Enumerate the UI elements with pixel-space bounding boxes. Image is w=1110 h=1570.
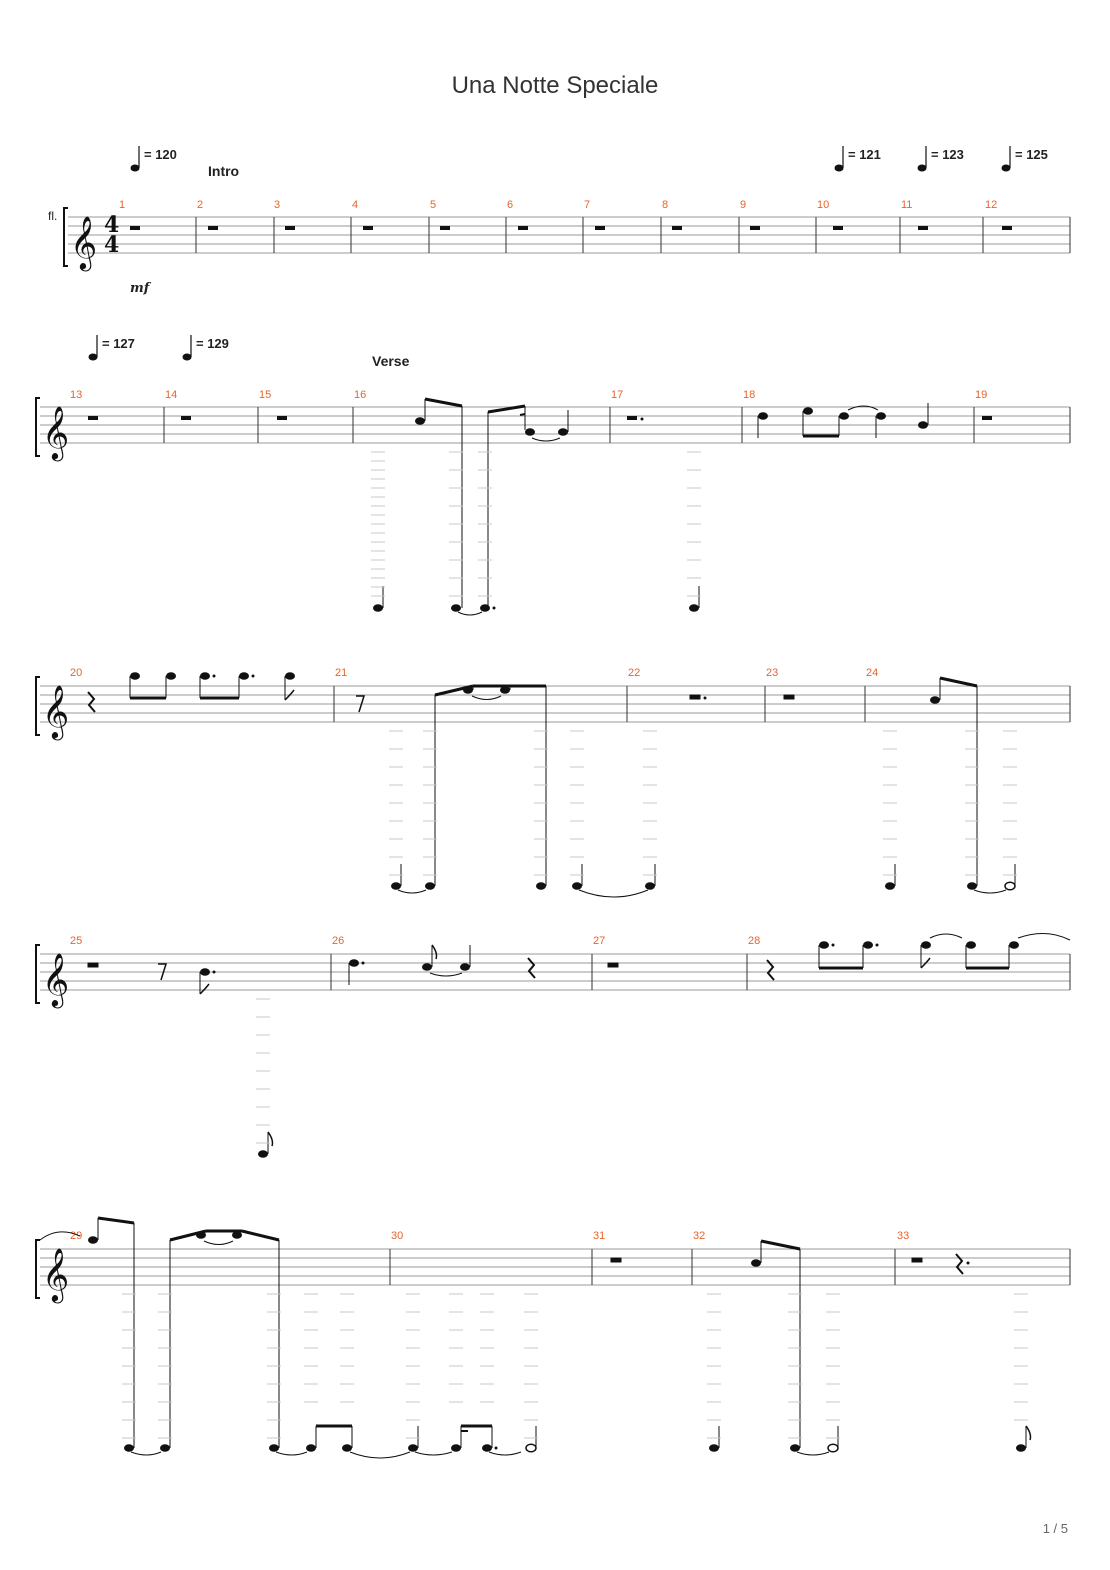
measure-number: 8 [662,199,668,211]
measure-number: 33 [897,1230,909,1242]
measure-number: 18 [743,389,755,401]
svg-text:= 129: = 129 [196,336,229,351]
measure-number: 32 [693,1230,705,1242]
measure-number: 31 [593,1230,605,1242]
time-signature-denominator: 4 [104,232,119,258]
measure-number: 2 [197,199,203,211]
measure-number: 25 [70,935,82,947]
treble-clef: 𝄞 [42,684,69,740]
measure-number: 19 [975,389,987,401]
treble-clef: 𝄞 [42,1247,69,1303]
ledger-lines [371,451,701,597]
treble-clef: 𝄞 [70,215,97,271]
measure-number: 28 [748,935,760,947]
system-3: 𝄞 20 21 22 23 24 [35,667,1071,898]
treble-clef: 𝄞 [42,405,69,461]
measure-number: 1 [119,199,125,211]
brace [63,207,68,267]
measure-number: 30 [391,1230,403,1242]
measure-number: 10 [817,199,829,211]
treble-clef: 𝄞 [42,952,69,1008]
page-number: 1 / 5 [1042,1521,1068,1536]
measure-number: 27 [593,935,605,947]
tempo-mark: = 127 [88,335,135,361]
measure-number: 12 [985,199,997,211]
measure-number: 26 [332,935,344,947]
measure-number: 21 [335,667,347,679]
tempo-mark: = 121 [834,146,881,172]
tempo-mark: = 129 [182,335,229,361]
svg-text:= 121: = 121 [848,147,881,162]
measure-number: 15 [259,389,271,401]
measure-number: 7 [584,199,590,211]
time-signature-numerator: 4 [104,212,119,238]
measure-number: 6 [507,199,513,211]
section-label-verse: Verse [372,353,410,369]
system-5: 𝄞 29 30 31 32 33 [35,1216,1071,1459]
measure-number: 3 [274,199,280,211]
notes-m18 [757,403,929,438]
measure-number: 14 [165,389,177,401]
measure-number: 23 [766,667,778,679]
system-4: 𝄞 25 26 27 28 [35,933,1071,1158]
measure-numbers-1: 1 2 3 4 5 6 7 8 9 10 11 12 [119,199,997,211]
tempo-mark: = 125 [1001,146,1048,172]
staff-lines-1 [68,216,1070,254]
measure-number: 11 [901,199,912,211]
instrument-label: fl. [48,209,57,223]
notes-m16 [373,397,700,616]
svg-text:= 120: = 120 [144,147,177,162]
section-label-intro: Intro [208,163,239,179]
score-title: Una Notte Speciale [451,72,659,99]
system-1: fl. 𝄞 4 4 mf Intro [48,146,1071,296]
measure-number: 24 [866,667,878,679]
tempo-mark: = 123 [917,146,964,172]
system-2: 𝄞 Verse 13 14 15 16 17 18 19 [35,335,1071,616]
half-rests-1 [130,226,1012,230]
svg-text:= 125: = 125 [1015,147,1048,162]
barlines-1 [195,217,1071,253]
measure-number: 4 [352,199,358,211]
measure-number: 17 [611,389,623,401]
measure-number: 20 [70,667,82,679]
svg-text:= 127: = 127 [102,336,135,351]
measure-number: 5 [430,199,436,211]
measure-number: 9 [740,199,746,211]
measure-number: 13 [70,389,82,401]
dynamic-marking: mf [130,281,152,296]
tempo-mark: = 120 [130,146,177,172]
svg-text:= 123: = 123 [931,147,964,162]
measure-number: 29 [70,1230,82,1242]
measure-number: 16 [354,389,366,401]
measure-number: 22 [628,667,640,679]
